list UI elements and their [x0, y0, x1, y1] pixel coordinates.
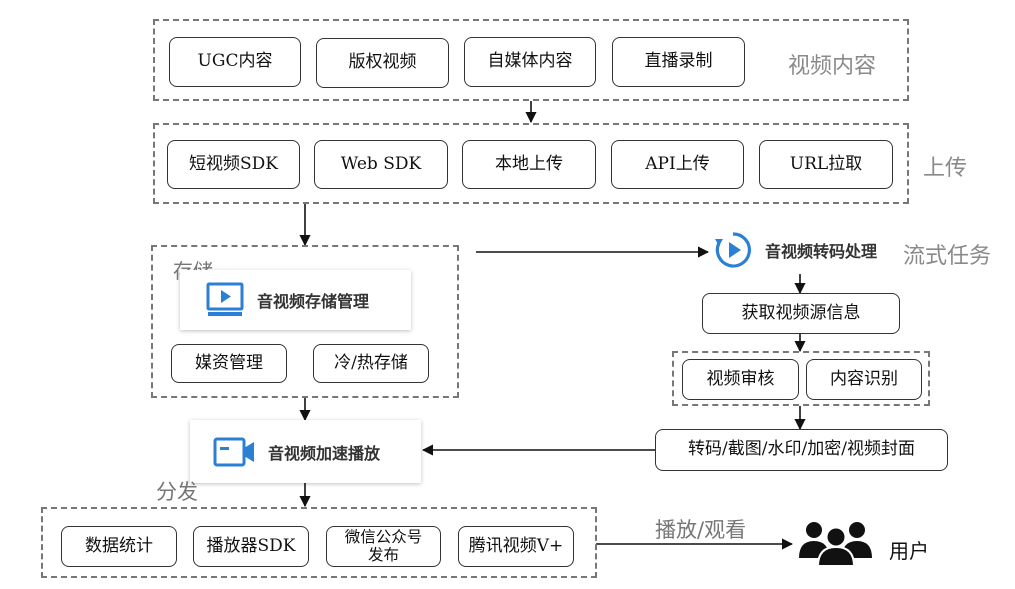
storage-card-title: 音视频存储管理 — [257, 292, 370, 311]
upload-url-pull: URL拉取 — [759, 140, 893, 189]
storage-icon — [205, 282, 245, 318]
users-icon — [797, 518, 875, 567]
storage-media-asset: 媒资管理 — [171, 344, 287, 383]
dist-wechat-publish: 微信公众号发布 — [326, 526, 441, 567]
dist-player-sdk: 播放器SDK — [193, 526, 309, 567]
upload-label: 上传 — [923, 156, 968, 181]
storage-cold-hot: 冷/热存储 — [313, 344, 429, 383]
processing-get-source-info: 获取视频源信息 — [702, 293, 900, 334]
upload-local: 本地上传 — [462, 140, 596, 189]
source-live-recording: 直播录制 — [612, 37, 745, 87]
player-icon — [713, 230, 753, 270]
storage-group — [151, 245, 459, 398]
dist-data-stats: 数据统计 — [61, 526, 177, 567]
playback-card-title: 音视频加速播放 — [268, 443, 381, 463]
processing-header: 音视频转码处理 — [713, 230, 877, 270]
processing-content-recognition: 内容识别 — [806, 359, 922, 400]
sources-label: 视频内容 — [788, 54, 877, 79]
processing-card-title: 音视频转码处理 — [765, 242, 878, 261]
sources-group — [153, 19, 909, 101]
video-camera-icon — [212, 434, 258, 470]
upload-api: API上传 — [611, 140, 744, 189]
distribution-label: 分发 — [156, 480, 198, 504]
review-group — [672, 351, 930, 406]
distribution-group — [41, 507, 597, 578]
source-copyright-video: 版权视频 — [316, 38, 449, 88]
storage-card: 音视频存储管理 — [180, 270, 411, 330]
upload-short-video-sdk: 短视频SDK — [167, 140, 300, 189]
upload-group — [153, 123, 909, 204]
upload-web-sdk: Web SDK — [314, 140, 448, 189]
source-ugc: UGC内容 — [169, 37, 301, 87]
source-we-media: 自媒体内容 — [464, 37, 596, 87]
processing-label: 流式任务 — [903, 244, 992, 269]
dist-tencent-video: 腾讯视频V+ — [458, 526, 574, 567]
playback-card: 音视频加速播放 — [190, 420, 421, 483]
processing-transcode-etc: 转码/截图/水印/加密/视频封面 — [655, 429, 948, 471]
watch-label: 播放/观看 — [655, 518, 747, 542]
user-label: 用户 — [889, 539, 929, 563]
processing-video-review: 视频审核 — [682, 359, 799, 400]
